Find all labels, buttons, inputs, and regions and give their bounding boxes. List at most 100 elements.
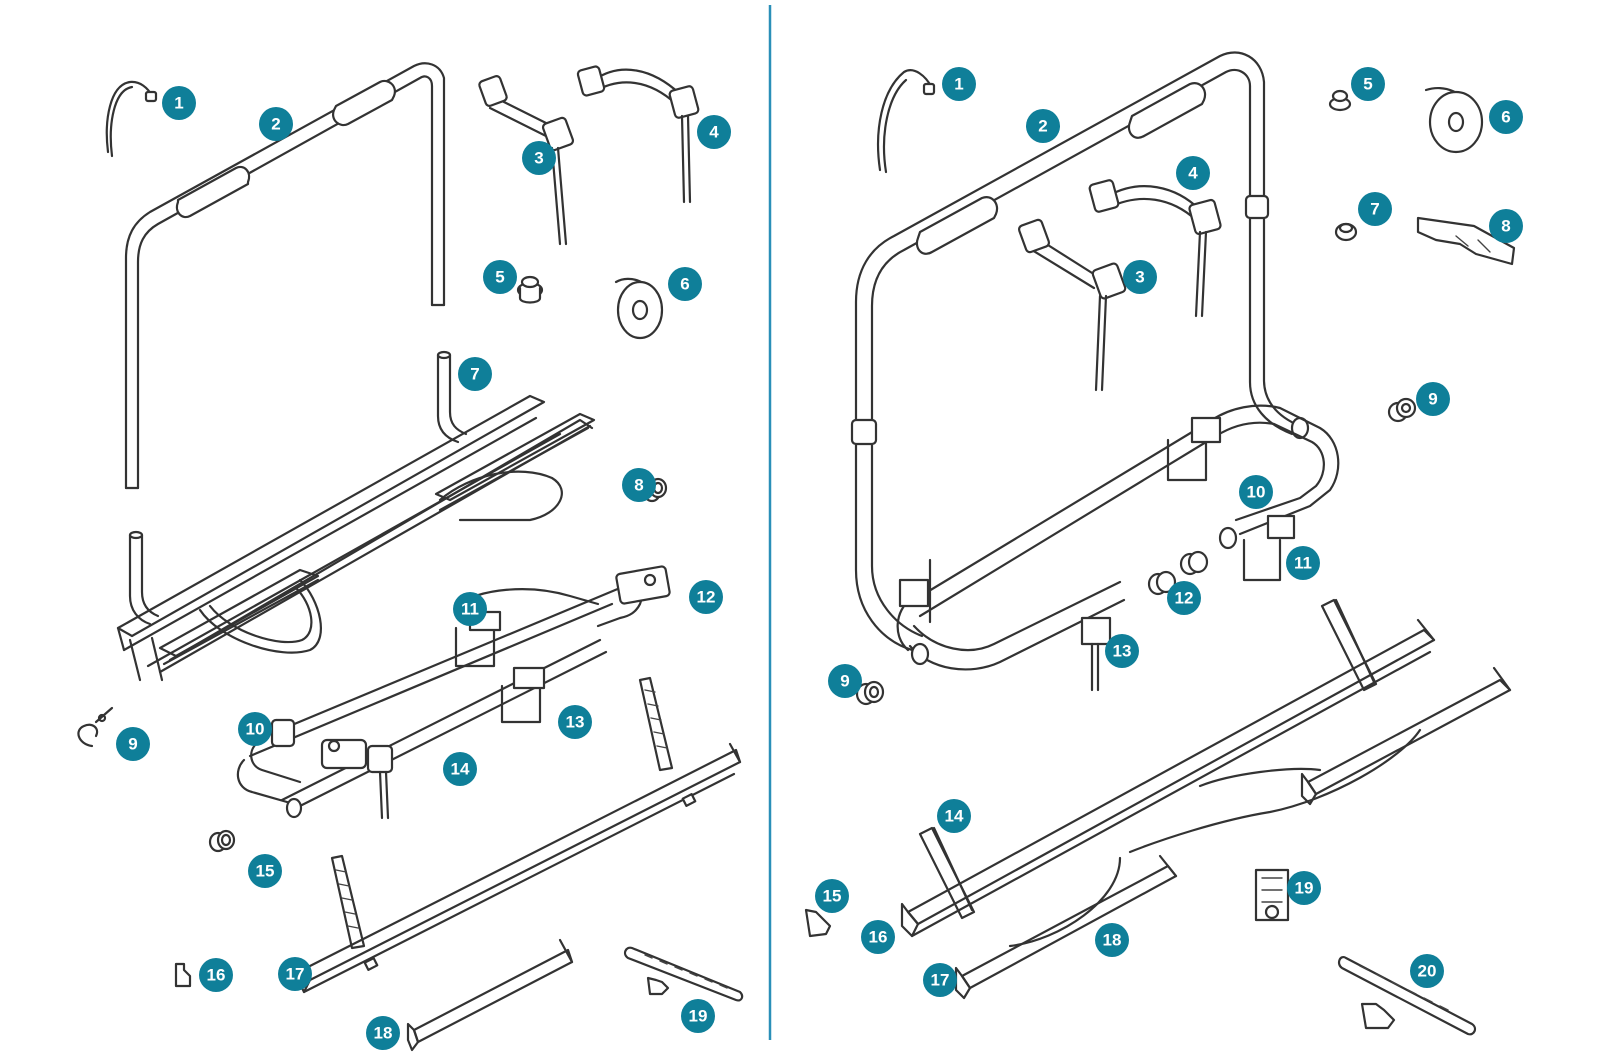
left-part-4-arm (576, 65, 700, 204)
right-part-5-knob (1328, 89, 1352, 112)
svg-text:17: 17 (931, 971, 950, 990)
left-label-badge: 12 (689, 580, 723, 614)
svg-text:13: 13 (566, 713, 585, 732)
svg-text:18: 18 (1103, 931, 1122, 950)
left-panel: 1 2 3 4 5 6 7 (77, 62, 744, 1052)
svg-text:11: 11 (461, 600, 479, 619)
svg-text:8: 8 (634, 476, 643, 495)
right-label-badge: 2 (1026, 109, 1060, 143)
left-part-17-rail (298, 742, 742, 994)
left-label-badge: 7 (458, 357, 492, 391)
left-label-badge: 14 (443, 752, 477, 786)
left-label-badge: 11 (453, 592, 487, 626)
right-part-4-arm (1088, 179, 1222, 318)
svg-text:20: 20 (1418, 962, 1437, 981)
svg-text:17: 17 (286, 965, 305, 984)
svg-text:3: 3 (534, 149, 543, 168)
right-label-badge: 9 (828, 664, 862, 698)
right-label-badge: 10 (1239, 475, 1273, 509)
left-label-badge: 15 (248, 854, 282, 888)
left-ratchet-straps (330, 676, 674, 950)
svg-text:5: 5 (495, 268, 504, 287)
right-part-9b-cap (855, 680, 885, 706)
right-part-7-cap (1334, 222, 1358, 242)
right-label-badge: 3 (1123, 260, 1157, 294)
svg-text:16: 16 (207, 966, 226, 985)
left-label-badge: 1 (162, 86, 196, 120)
svg-text:10: 10 (1247, 483, 1266, 502)
left-label-badge: 4 (697, 115, 731, 149)
left-label-badge: 17 (278, 957, 312, 991)
right-part-1-strap (877, 69, 936, 174)
left-part-18-rail (406, 938, 574, 1052)
svg-text:10: 10 (246, 720, 265, 739)
right-label-badge: 15 (815, 879, 849, 913)
svg-text:7: 7 (1370, 200, 1379, 219)
right-lower-rack (900, 598, 1512, 1000)
right-label-badge: 8 (1489, 209, 1523, 243)
right-part-20-strap (1337, 956, 1477, 1036)
left-part-5-knob (516, 275, 544, 304)
left-label-badge: 19 (681, 999, 715, 1033)
right-label-badge: 20 (1410, 954, 1444, 988)
svg-text:2: 2 (271, 115, 280, 134)
svg-text:2: 2 (1038, 117, 1047, 136)
svg-text:19: 19 (689, 1007, 708, 1026)
svg-text:14: 14 (945, 807, 964, 826)
svg-text:6: 6 (680, 275, 689, 294)
right-part-3-arm (1017, 218, 1127, 392)
svg-text:5: 5 (1363, 75, 1372, 94)
left-label-badge: 9 (116, 727, 150, 761)
right-part-6-tape (1424, 86, 1484, 154)
left-part-2-frame (124, 62, 446, 490)
svg-text:9: 9 (128, 735, 137, 754)
svg-text:7: 7 (470, 365, 479, 384)
svg-text:4: 4 (1188, 164, 1198, 183)
svg-text:6: 6 (1501, 108, 1510, 127)
svg-text:8: 8 (1501, 217, 1510, 236)
left-label-badge: 2 (259, 107, 293, 141)
right-panel: 1 2 3 4 5 6 7 (804, 51, 1523, 1036)
svg-text:9: 9 (1428, 390, 1437, 409)
left-part-15-cap (208, 829, 236, 853)
svg-text:16: 16 (869, 928, 888, 947)
svg-text:3: 3 (1135, 268, 1144, 287)
left-part-16-clip (174, 962, 192, 988)
left-label-badge: 18 (366, 1016, 400, 1050)
right-part-19-bracket (1254, 868, 1290, 922)
svg-text:14: 14 (451, 760, 470, 779)
svg-text:18: 18 (374, 1024, 393, 1043)
svg-text:9: 9 (840, 672, 849, 691)
left-part-6-tape (614, 277, 664, 340)
left-label-badge: 13 (558, 705, 592, 739)
right-label-badge: 9 (1416, 382, 1450, 416)
svg-text:19: 19 (1295, 879, 1314, 898)
right-label-badges: 1 2 3 4 5 6 7 (815, 67, 1523, 997)
right-label-badge: 5 (1351, 67, 1385, 101)
svg-text:13: 13 (1113, 642, 1132, 661)
left-part-7-rack (116, 350, 596, 682)
right-part-15-clip (804, 908, 832, 938)
svg-text:15: 15 (256, 862, 275, 881)
left-part-19-strap (623, 946, 744, 1002)
left-label-badge: 5 (483, 260, 517, 294)
right-label-badge: 13 (1105, 634, 1139, 668)
right-label-badge: 4 (1176, 156, 1210, 190)
left-label-badge: 6 (668, 267, 702, 301)
right-label-badge: 19 (1287, 871, 1321, 905)
svg-text:15: 15 (823, 887, 842, 906)
left-upper-rail-frame (236, 565, 671, 820)
right-label-badge: 17 (923, 963, 957, 997)
left-part-9-hook (77, 706, 114, 748)
svg-text:12: 12 (697, 588, 716, 607)
left-label-badge: 16 (199, 958, 233, 992)
left-label-badge: 3 (522, 141, 556, 175)
right-part-9-cap (1387, 397, 1417, 423)
svg-text:4: 4 (709, 123, 719, 142)
right-label-badge: 7 (1358, 192, 1392, 226)
right-part-8-bracket (1416, 216, 1516, 266)
right-label-badge: 1 (942, 67, 976, 101)
left-label-badge: 10 (238, 712, 272, 746)
svg-text:12: 12 (1175, 589, 1194, 608)
